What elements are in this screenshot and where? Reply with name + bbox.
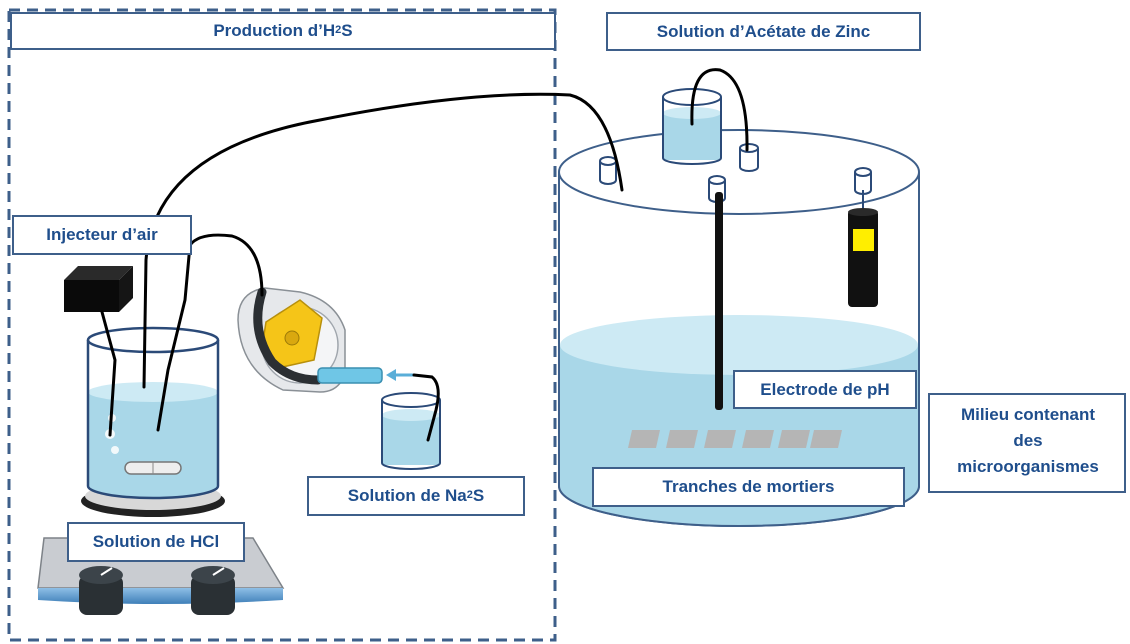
- mortar-slices: [628, 430, 842, 448]
- label-ph-electrode: Electrode de pH: [733, 370, 917, 409]
- na2s-beaker: [381, 392, 441, 470]
- air-injector-box: [64, 266, 133, 312]
- label-zinc-acetate: Solution d’Acétate de Zinc: [606, 12, 921, 51]
- hcl-beaker: [86, 326, 220, 500]
- label-production-prefix: Production d’H: [213, 21, 336, 41]
- label-culture-medium: Milieu contenant des microorganismes: [930, 402, 1126, 490]
- label-hcl-solution: Solution de HCl: [67, 522, 245, 562]
- tubing: [100, 68, 749, 442]
- culture-medium-frame: [928, 393, 1126, 493]
- label-na2s-suffix: S: [472, 486, 485, 506]
- knob-right: [191, 566, 235, 615]
- label-production-suffix: S: [341, 21, 353, 41]
- label-culture-medium-line3: microorganismes: [957, 457, 1099, 476]
- knob-left: [79, 566, 123, 615]
- ph-electrode: [715, 192, 723, 410]
- gas-tube-to-tank: [142, 92, 624, 389]
- label-na2s-prefix: Solution de Na: [347, 486, 467, 506]
- label-mortar-slices: Tranches de mortiers: [592, 467, 905, 507]
- production-area-dashed-box: [7, 8, 557, 642]
- tank-lid: [558, 129, 920, 215]
- na2s-feed-tube: [412, 373, 440, 442]
- label-na2s-sub: 2: [466, 489, 473, 502]
- air-tube: [100, 310, 117, 437]
- lid-ports: [599, 143, 872, 203]
- label-culture-medium-line1: Milieu contenant: [960, 405, 1096, 424]
- label-production-sub: 2: [335, 24, 342, 37]
- label-culture-medium-line2: des: [1013, 431, 1043, 450]
- peristaltic-pump: [237, 287, 414, 393]
- label-air-injector: Injecteur d’air: [12, 215, 192, 255]
- sensor-probe: [848, 190, 878, 307]
- zinc-tube: [690, 68, 749, 152]
